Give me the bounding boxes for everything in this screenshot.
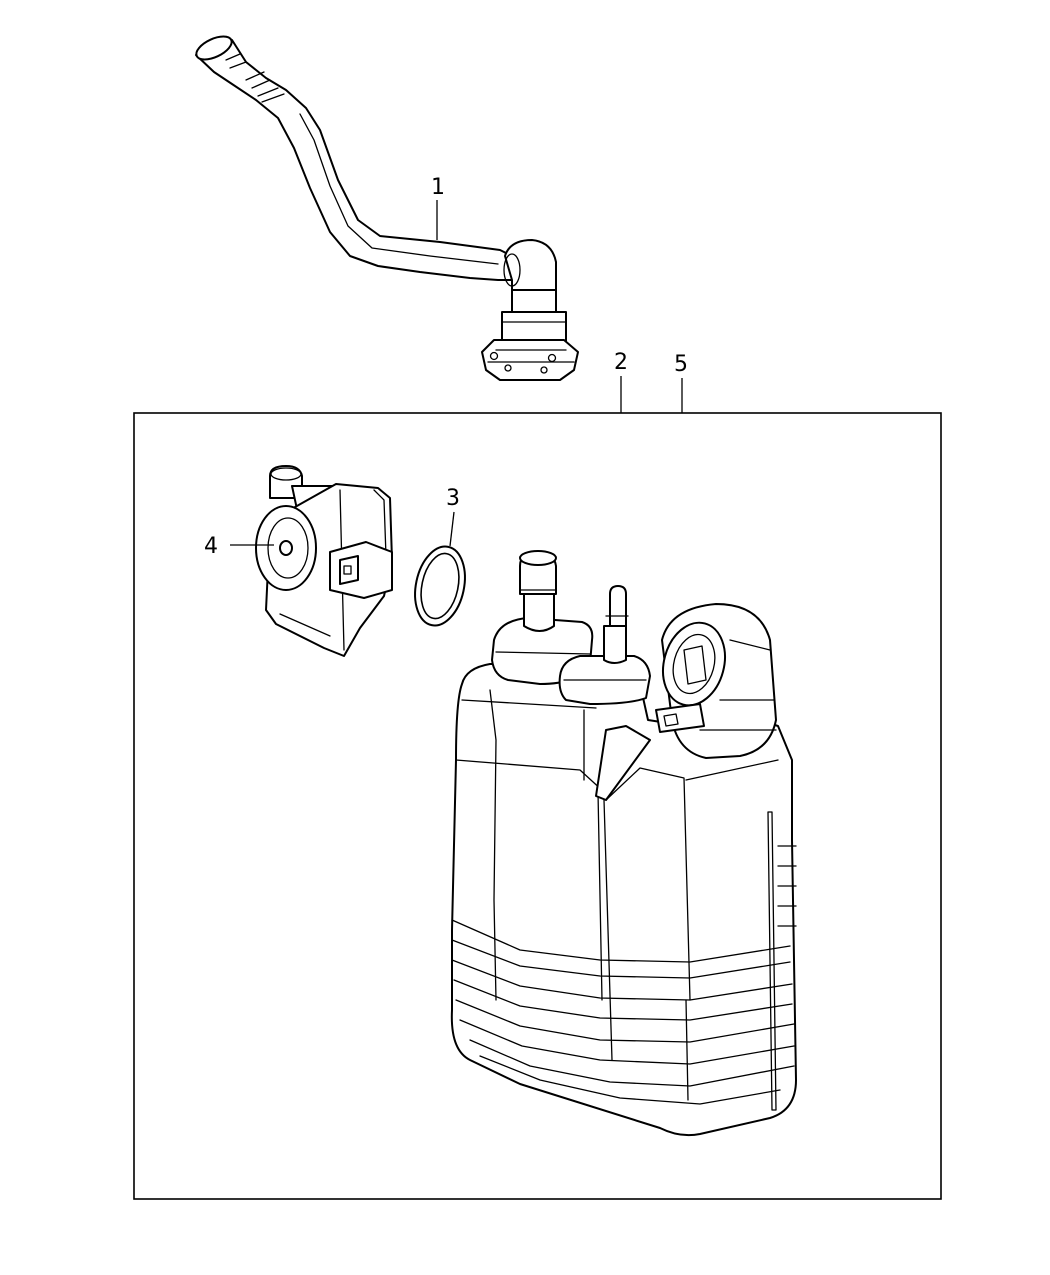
part-1-vapor-hose [195,35,579,381]
callout-2: 2 [614,350,628,375]
callout-4: 4 [204,534,218,559]
assembly-frame [133,412,942,1200]
part-2-canister [450,550,797,1137]
callout-5: 5 [674,352,688,377]
callout-1: 1 [431,175,445,200]
part-4-vent-valve [255,465,393,657]
leader-3 [449,511,455,547]
part-3-o-ring [414,545,466,627]
callout-3: 3 [446,486,460,511]
